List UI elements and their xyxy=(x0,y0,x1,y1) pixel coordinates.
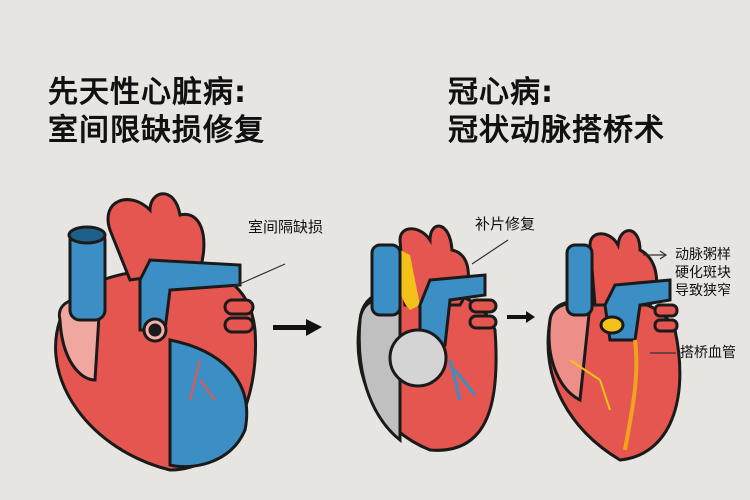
arrow-icon xyxy=(507,311,535,323)
plaque-label-line: 导致狭窄 xyxy=(675,283,731,299)
right-title-line2: 冠状动脉搭桥术 xyxy=(448,113,665,148)
heart-patch-repair xyxy=(356,224,498,452)
left-title-line2: 室间限缺损修复 xyxy=(48,113,265,148)
plaque-label-line: 硬化斑块 xyxy=(675,265,731,281)
right-title: 冠心病: 冠状动脉搭桥术 xyxy=(448,74,665,150)
left-title: 先天性心脏病: 室间限缺损修复 xyxy=(48,74,265,150)
patch-label: 补片修复 xyxy=(475,215,536,233)
right-title-line1: 冠心病: xyxy=(448,75,554,110)
vsd-label: 室间隔缺损 xyxy=(248,218,324,236)
arrow-icon xyxy=(273,319,322,336)
bypass-label: 搭桥血管 xyxy=(680,345,736,361)
heart-vsd xyxy=(54,192,258,472)
plaque-label: 动脉粥样 硬化斑块 导致狭窄 xyxy=(675,246,731,300)
vsd-pointer-line xyxy=(232,263,286,288)
plaque-label-line: 动脉粥样 xyxy=(675,247,731,263)
heart-bypass xyxy=(546,229,682,462)
left-title-line1: 先天性心脏病: xyxy=(48,75,247,110)
patch-pointer-line xyxy=(471,239,509,265)
